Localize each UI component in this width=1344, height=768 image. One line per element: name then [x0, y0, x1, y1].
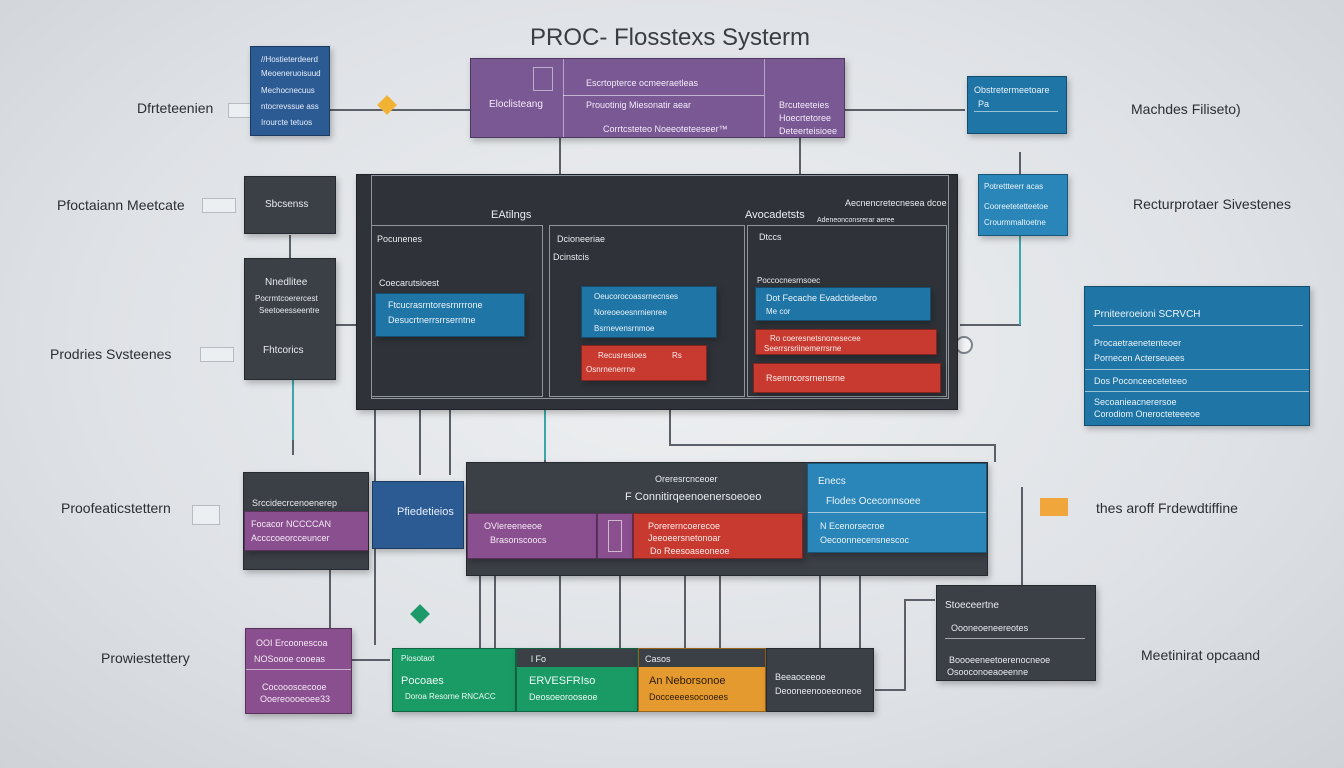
- low-center-purple: OVlereeneeoe Brasonscoocs: [467, 513, 597, 559]
- panel-c-blue: Dot Fecache Evadctideebro Me cor: [755, 287, 931, 321]
- diagram-title: PROC- Flosstexs Systerm: [530, 24, 811, 51]
- bottom-green-2: l Fo ERVESFRIso Deosoeorooseoe: [516, 648, 638, 712]
- main-panel: EAtilngs Avocadetsts Aecnencretecnesea d…: [356, 174, 958, 410]
- panel-c: [747, 225, 947, 397]
- top-center-box: Eloclisteang Escrtopterce ocmeeraetleas …: [470, 58, 845, 138]
- arrow-chip-icon: [192, 505, 220, 525]
- mid-left-small-box: Sbcsenss: [244, 176, 336, 234]
- top-right-box: Obstretermeetoare Pa: [967, 76, 1067, 134]
- panel-c-red-1: Ro coeresnetsnonesecee Seerrsrsriinemerr…: [755, 329, 937, 355]
- navy-box: Pfiedetieios: [372, 481, 464, 549]
- panel-a-blue: Ftcucrasrntoresrnrrrone Desucrtnerrsrrse…: [375, 293, 525, 337]
- label-mid-right: Recturprotaer Sivestenes: [1133, 196, 1291, 212]
- bottom-orange: Casos An Neborsonoe Docceeeesocooees: [638, 648, 766, 712]
- panel-b: [549, 225, 745, 397]
- label-low-right: thes aroff Frdewdtiffine: [1096, 500, 1238, 516]
- bottom-green-1: Piosotaot Pocoaes Doroa Resorne RNCACC: [392, 648, 516, 712]
- label-top-right: Machdes Filiseto): [1131, 101, 1241, 117]
- panel-c-red-2: Rsemrcorsrnensrne: [753, 363, 941, 393]
- tall-left-box: Nnedlitee Pocrmtcoerercest Seetoeesseent…: [244, 258, 336, 380]
- low-left-purple: Focacor NCCCCAN Accccoeorcceuncer: [244, 511, 368, 551]
- top-left-box: //Hostieterdeerd Meoeneruoisuud Mechocne…: [250, 46, 330, 136]
- label-bottom-right: Meetinirat opcaand: [1141, 647, 1261, 663]
- low-center-red: Porererncoerecoe Jeeoeersnetonoar Do Ree…: [633, 513, 803, 559]
- panel-b-red: Recusresioes Rs Osnrnenerrne: [581, 345, 707, 381]
- label-top-left: Dfrteteenien: [137, 100, 214, 116]
- arrow-chip-icon: [202, 198, 236, 213]
- panel-a: [371, 225, 543, 397]
- label-mid-left-2: Prodries Svsteenes: [50, 346, 172, 362]
- file-icon: [608, 520, 622, 552]
- bottom-left-box: OOI Ercoonescoa NOSoooe cooeas Cocooosce…: [245, 628, 352, 714]
- arrow-chip-icon: [200, 347, 234, 362]
- label-bottom-left: Prowiestettery: [101, 650, 190, 666]
- right-panel: Prniteeroeioni SCRVCH Procaetraenetenteo…: [1084, 286, 1310, 426]
- lowright-dark-box: Stoeceertne Oooneoeneereotes Boooeeneeto…: [936, 585, 1096, 681]
- tag-marker-icon: [1040, 498, 1068, 516]
- mid-right-box: Potrettteerr acas Cooreetetetteetoe Crou…: [978, 174, 1068, 236]
- low-center-box: Oreresrcnceoer F Connitirqeenoenersoeoeo…: [466, 462, 988, 576]
- label-mid-left-1: Pfoctaiann Meetcate: [57, 197, 185, 213]
- label-low-left: Proofeaticstettern: [61, 500, 171, 516]
- panel-b-blue: Oeucorocoassrnecnses Noreoeoesnrnienree …: [581, 286, 717, 338]
- low-left-box: Srccidecrcenoenerep Focacor NCCCCAN Accc…: [243, 472, 369, 570]
- low-center-blue: Enecs Flodes Oceconnsoee N Ecenorsecroe …: [807, 463, 987, 553]
- doc-icon: [533, 67, 553, 91]
- bottom-dark: Beeaoceeoe Deooneenooeeoneoe: [766, 648, 874, 712]
